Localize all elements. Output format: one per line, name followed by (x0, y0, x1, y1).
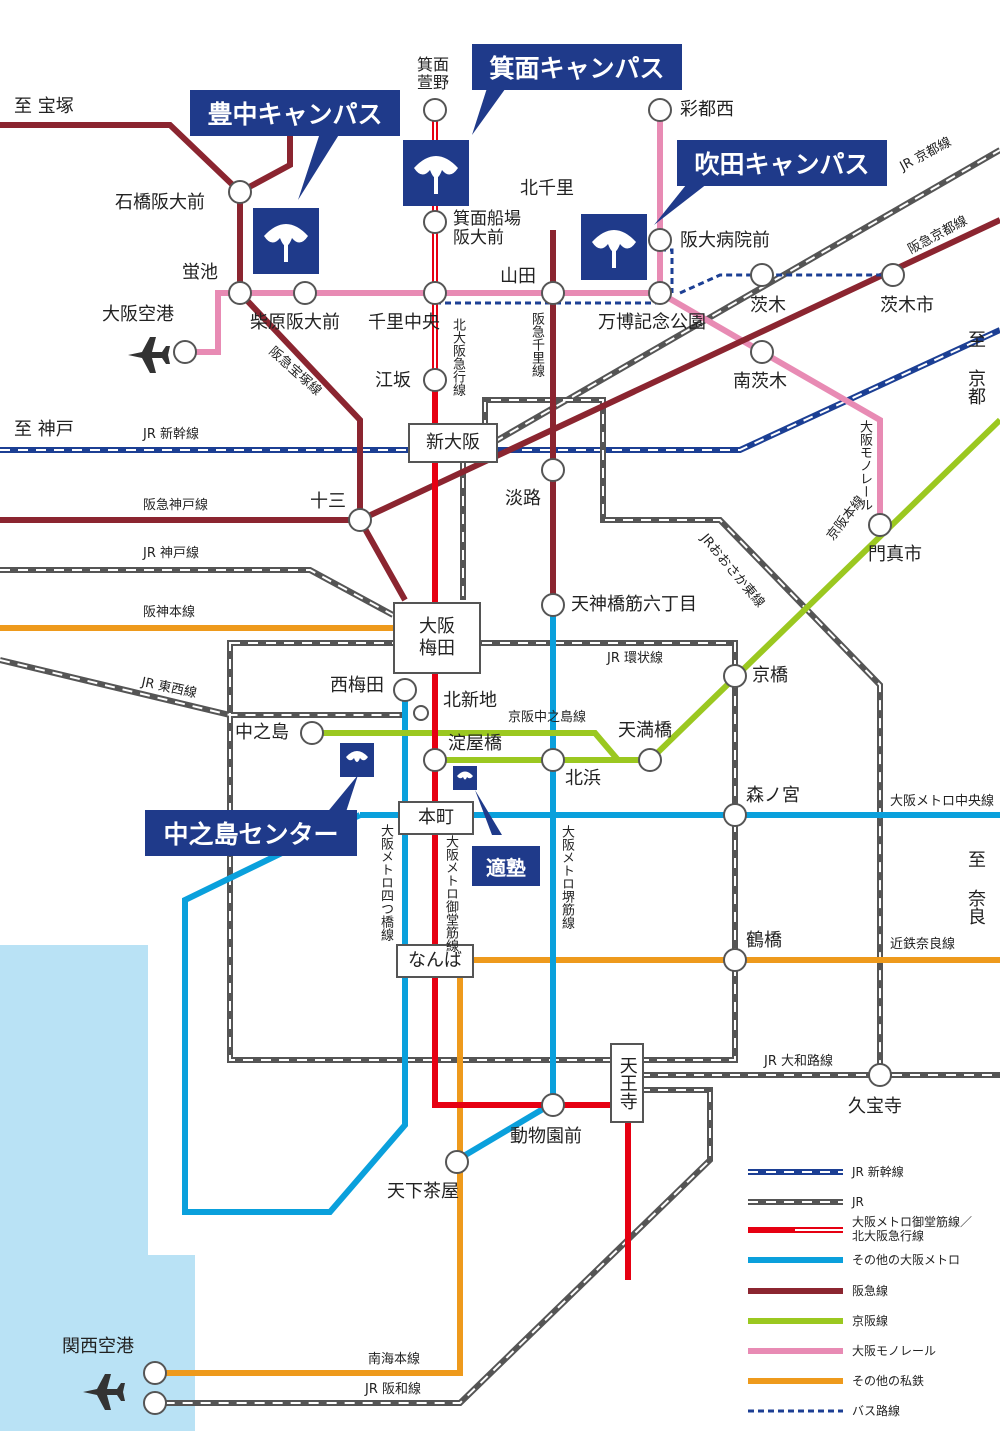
legend-item-label: バス路線 (852, 1404, 901, 1418)
station-ibaraki-shi: 茨木市 (880, 295, 934, 316)
station-esaka: 江坂 (375, 370, 411, 391)
station-markers (143, 98, 905, 1415)
campus-suita[interactable]: 吹田キャンパス (677, 140, 887, 186)
legend-item-label: 大阪メトロ御堂筋線／ 北大阪急行線 (852, 1215, 973, 1244)
direction-takarazuka: 至 宝塚 (14, 96, 74, 117)
line-label-jr-loop: JR 環状線 (607, 651, 663, 666)
legend-item-label: 阪急線 (852, 1284, 889, 1298)
station-kitahama: 北浜 (565, 768, 601, 789)
line-label-metro-chuo: 大阪メトロ中央線 (890, 794, 995, 809)
line-label-kita-osaka-kyuko: 北大阪急行線 (450, 318, 465, 396)
line-label-jr-kobe: JR 神戸線 (143, 546, 199, 561)
station-nakanoshima: 中之島 (235, 722, 289, 743)
campus-tekijuku[interactable]: 適塾 (472, 846, 540, 886)
legend-item-label: JR (852, 1195, 864, 1209)
station-kita-shinchi: 北新地 (443, 690, 497, 711)
direction-nara: 至 奈良 (965, 850, 986, 925)
line-label-nankai: 南海本線 (368, 1352, 421, 1367)
university-logo-icon (253, 208, 319, 274)
line-keihan (312, 417, 1000, 763)
station-ishibashi: 石橋阪大前 (115, 192, 205, 213)
legend-item-label: JR 新幹線 (852, 1165, 904, 1179)
campus-pointers (298, 85, 712, 835)
station-kansai-airport: 関西空港 (62, 1336, 134, 1357)
station-shibahara: 柴原阪大前 (250, 312, 340, 333)
station-tenjinbashi: 天神橋筋六丁目 (571, 594, 697, 615)
station-minoh-kayano: 箕面 萱野 (417, 55, 450, 92)
station-osaka-umeda: 大阪 梅田 (393, 602, 481, 674)
line-label-metro-midosuji: 大阪メトロ御堂筋線 (443, 835, 458, 952)
line-jr (0, 147, 1000, 1406)
legend-item-label: 京阪線 (852, 1314, 889, 1328)
university-logo-icon (453, 766, 477, 790)
station-kyobashi: 京橋 (752, 665, 788, 686)
station-temmabashi: 天満橋 (618, 720, 672, 741)
line-label-keihan-nakanoshima: 京阪中之島線 (508, 710, 587, 725)
station-ibaraki: 茨木 (750, 295, 786, 316)
university-logo-icon (403, 140, 469, 206)
university-logo-icon (340, 743, 374, 777)
line-label-jr-shinkansen: JR 新幹線 (143, 427, 199, 442)
station-nishi-umeda: 西梅田 (330, 675, 384, 696)
station-kyuhoji: 久宝寺 (848, 1096, 902, 1117)
station-banpaku: 万博記念公園 (598, 312, 706, 333)
station-minoh-funaba: 箕面船場 阪大前 (453, 209, 521, 248)
line-label-kintetsu-nara: 近鉄奈良線 (890, 937, 956, 952)
campus-minoh[interactable]: 箕面キャンパス (472, 44, 682, 90)
station-yamada: 山田 (500, 266, 536, 287)
line-label-osaka-monorail: 大阪モノレール (857, 420, 872, 511)
university-logo-icon (581, 214, 647, 280)
campus-nakanoshima[interactable]: 中之島センター (145, 810, 357, 856)
station-namba: なんば (396, 944, 474, 978)
station-yodoyabashi: 淀屋橋 (448, 733, 502, 754)
airplane-icon (83, 1374, 125, 1410)
legend-item-label: その他の大阪メトロ (852, 1253, 961, 1267)
line-label-hankyu-senri: 阪急千里線 (529, 312, 544, 377)
sea (0, 945, 195, 1431)
line-label-metro-sakaisuji: 大阪メトロ堺筋線 (559, 825, 574, 929)
line-label-hankyu-kobe: 阪急神戸線 (143, 498, 209, 513)
line-label-metro-yotsubashi: 大阪メトロ四つ橋線 (378, 824, 393, 941)
station-hommachi: 本町 (398, 801, 474, 835)
direction-kyoto: 至 京都 (965, 330, 986, 405)
station-saitonishi: 彩都西 (680, 99, 734, 120)
station-morinomiya: 森ノ宮 (746, 785, 800, 806)
station-awaji: 淡路 (505, 488, 541, 509)
station-kitasenri: 北千里 (520, 178, 574, 199)
legend-swatches (748, 1169, 843, 1413)
station-senri-chuo: 千里中央 (368, 312, 440, 333)
airplane-icon (128, 337, 170, 373)
station-tennoji: 天王寺 (610, 1043, 644, 1123)
legend-item-label: 大阪モノレール (852, 1344, 937, 1358)
station-hotarugaike: 蛍池 (182, 262, 218, 283)
station-dobutsuen: 動物園前 (510, 1126, 582, 1147)
station-shin-osaka: 新大阪 (408, 423, 498, 463)
station-kadoma: 門真市 (868, 544, 922, 565)
line-label-jr-hanwa: JR 阪和線 (365, 1382, 421, 1397)
line-jr-shinkansen (0, 327, 1000, 453)
station-minami-ibaraki: 南茨木 (733, 371, 787, 392)
station-juso: 十三 (310, 491, 346, 512)
station-tsuruhashi: 鶴橋 (746, 930, 782, 951)
campus-toyonaka[interactable]: 豊中キャンパス (190, 90, 400, 136)
direction-kobe: 至 神戸 (14, 419, 74, 440)
station-handai-byoin: 阪大病院前 (680, 230, 770, 251)
legend-item-label: その他の私鉄 (852, 1374, 925, 1388)
line-label-jr-yamatoji: JR 大和路線 (764, 1054, 833, 1069)
line-label-hanshin: 阪神本線 (143, 605, 196, 620)
station-tengachaya: 天下茶屋 (387, 1181, 459, 1202)
station-osaka-airport: 大阪空港 (102, 304, 174, 325)
